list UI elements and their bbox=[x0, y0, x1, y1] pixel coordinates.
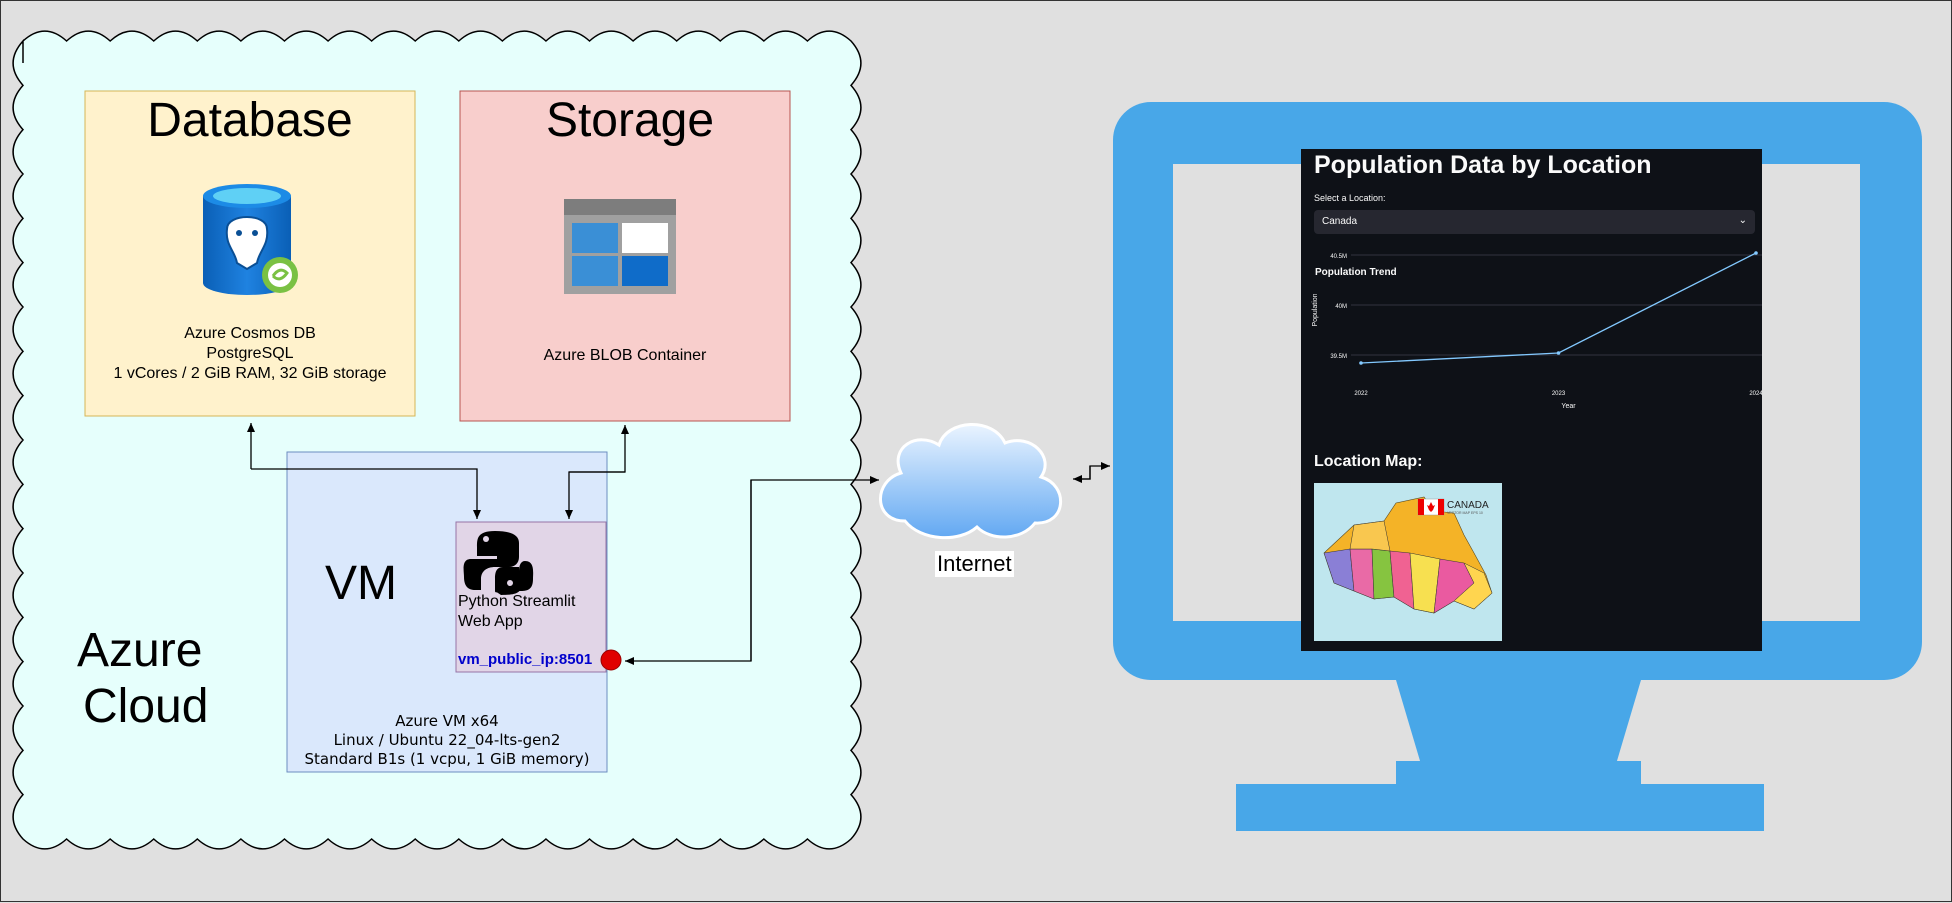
connector-webapp-internet bbox=[625, 476, 879, 665]
chevron-down-icon: ⌄ bbox=[1738, 215, 1747, 226]
database-line3: 1 vCores / 2 GiB RAM, 32 GiB storage bbox=[113, 365, 387, 382]
web-app-description: Python Streamlit Web App bbox=[458, 592, 604, 632]
connector-storage-webapp bbox=[565, 425, 629, 519]
storage-description: Azure BLOB Container bbox=[543, 347, 707, 364]
postgresql-cosmos-icon bbox=[203, 184, 298, 295]
connector-db-webapp bbox=[247, 423, 481, 519]
database-line1: Azure Cosmos DB bbox=[184, 325, 316, 342]
vm-description: Azure VM x64 Linux / Ubuntu 22_04-lts-ge… bbox=[287, 712, 607, 769]
location-select-label: Select a Location: bbox=[1314, 193, 1386, 203]
map-text-canada: CANADA bbox=[1447, 500, 1489, 511]
chart-ytick-label: 40.5M bbox=[1330, 254, 1347, 260]
chart-point bbox=[1359, 361, 1363, 365]
internet-label: Internet bbox=[935, 551, 1014, 577]
vm-line2: Linux / Ubuntu 22_04-lts-gen2 bbox=[333, 731, 561, 749]
chart-xtick-label: 2022 bbox=[1354, 391, 1368, 397]
chart-ytick-label: 40M bbox=[1335, 304, 1347, 310]
location-select-value: Canada bbox=[1322, 216, 1358, 227]
chart-ytick-label: 39.5M bbox=[1330, 354, 1347, 360]
canada-map-image: CANADA VECTOR MAP EPS 10 bbox=[1314, 483, 1502, 641]
azure-cloud-label-line2: Cloud bbox=[83, 680, 209, 733]
location-select[interactable]: Canada ⌄ bbox=[1314, 210, 1755, 234]
chart-xlabel: Year bbox=[1561, 403, 1576, 410]
azure-cloud-label: Azure Cloud bbox=[77, 623, 208, 735]
web-app-line2: Web App bbox=[458, 613, 523, 630]
app-title: Population Data by Location bbox=[1314, 151, 1652, 179]
map-heading: Location Map: bbox=[1314, 453, 1423, 470]
database-line2: PostgreSQL bbox=[206, 345, 294, 362]
streamlit-app-screen: Population Data by Location Select a Loc… bbox=[1301, 149, 1762, 651]
vm-line1: Azure VM x64 bbox=[395, 712, 499, 730]
web-app-line1: Python Streamlit bbox=[458, 593, 576, 610]
chart-series-line bbox=[1360, 252, 1757, 364]
cloud-icon bbox=[879, 423, 1063, 540]
web-app-endpoint: vm_public_ip:8501 bbox=[458, 651, 593, 668]
python-icon bbox=[463, 531, 534, 595]
chart-ylabel: Population bbox=[1312, 293, 1319, 326]
chart-point bbox=[1556, 351, 1561, 355]
blob-storage-icon bbox=[564, 199, 676, 294]
chart-xtick-label: 2023 bbox=[1552, 391, 1566, 397]
database-title: Database bbox=[147, 94, 353, 147]
database-description: Azure Cosmos DB PostgreSQL 1 vCores / 2 … bbox=[85, 324, 415, 384]
storage-title: Storage bbox=[545, 94, 715, 147]
vm-line3: Standard B1s (1 vcpu, 1 GiB memory) bbox=[304, 750, 590, 768]
chart-point bbox=[1754, 251, 1758, 255]
chart-xtick-label: 2024 bbox=[1749, 391, 1762, 397]
connector-internet-monitor bbox=[1073, 462, 1110, 483]
map-text-subtitle: VECTOR MAP EPS 10 bbox=[1447, 511, 1483, 515]
chart-title: Population Trend bbox=[1315, 267, 1397, 278]
azure-cloud-label-line1: Azure bbox=[77, 624, 203, 677]
vm-title: VM bbox=[325, 557, 397, 610]
port-indicator bbox=[600, 649, 622, 671]
